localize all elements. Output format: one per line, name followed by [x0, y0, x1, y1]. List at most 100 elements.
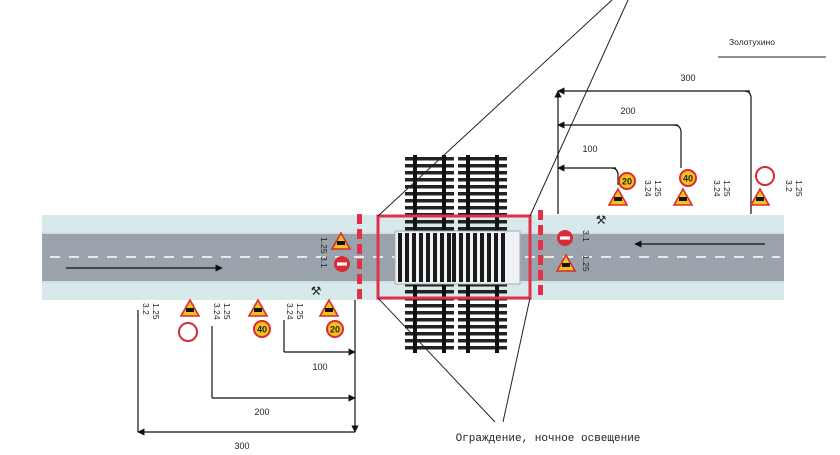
sign-code-right-b-2: 1.25: [722, 180, 732, 197]
rail-sleeper: [405, 346, 454, 350]
rail-sleeper: [405, 332, 454, 336]
crossing-deck-bar: [466, 233, 470, 282]
rail-sleeper: [458, 199, 507, 203]
pedestrian-icon-left: ⚒: [311, 284, 322, 298]
svg-text:20: 20: [622, 177, 632, 187]
rail-sleeper: [405, 164, 454, 168]
crossing-deck-bar: [433, 233, 437, 282]
crossing-deck-bar: [480, 233, 484, 282]
sign-group-right-c: 3.2 1.25: [750, 166, 804, 206]
rail-sleeper: [405, 185, 454, 189]
sign-group-left-b: 40 3.24 1.25: [212, 299, 271, 338]
caption-fencing-lighting: Ограждение, ночное освещение: [456, 433, 641, 445]
sign-group-right-a: 20 3.24 1.25: [608, 172, 663, 206]
rail-sleeper: [458, 325, 507, 329]
rail-sleeper: [458, 339, 507, 343]
sign-code-right-a-1: 3.24: [643, 180, 653, 197]
barrier-fence: [376, 214, 532, 300]
dim-left-300: 300: [234, 441, 249, 450]
rail-sleeper: [458, 227, 507, 231]
crossing-deck-bars: [398, 233, 505, 282]
dimension-lines-right: [554, 87, 752, 214]
crossing-deck-bar: [412, 233, 416, 282]
rail-sleeper: [405, 178, 454, 182]
crossing-deck-bar: [494, 233, 498, 282]
crossing-deck-bar: [487, 233, 491, 282]
sign-code-right-c-1: 3.2: [784, 180, 794, 192]
sign-code-right-1: 3.1: [581, 230, 591, 242]
sign-code-right-2: 1.25: [581, 255, 591, 272]
rail-sleeper: [405, 227, 454, 231]
rail-sleeper: [458, 318, 507, 322]
dim-right-200: 200: [620, 106, 635, 116]
rail-sleeper: [458, 311, 507, 315]
sign-code-left-b-1: 3.24: [212, 303, 222, 320]
rail-sleeper: [458, 157, 507, 161]
crossing-deck-bar: [452, 233, 456, 282]
dim-left-200: 200: [254, 407, 269, 417]
crossing-deck-bar: [426, 233, 430, 282]
barrier-posts: [357, 210, 543, 299]
crossing-deck-bar: [398, 233, 402, 282]
rail-sleeper: [458, 164, 507, 168]
rail-sleeper: [405, 290, 454, 294]
sign-code-right-b-1: 3.24: [712, 180, 722, 197]
place-name: Золотухино: [729, 37, 775, 47]
rail-sleeper: [458, 206, 507, 210]
svg-text:20: 20: [330, 325, 340, 335]
sign-group-left-a: 20 3.24 1.25: [285, 299, 344, 338]
sign-code-left-c-2: 1.25: [151, 303, 161, 320]
rail-sleeper: [458, 290, 507, 294]
rail-sleeper: [405, 171, 454, 175]
sign-code-left-b-2: 1.25: [222, 303, 232, 320]
sign-group-left-c: 3.2 1.25: [141, 299, 200, 342]
sign-code-right-c-2: 1.25: [794, 180, 804, 197]
rail-sleeper: [458, 185, 507, 189]
pedestrian-icon-right: ⚒: [596, 213, 607, 227]
stop-sign-left: [334, 256, 350, 272]
sign-code-right-a-2: 1.25: [653, 180, 663, 197]
svg-text:40: 40: [257, 325, 267, 335]
rail-sleeper: [405, 206, 454, 210]
rail-sleeper: [405, 304, 454, 308]
crossing-deck-bar: [405, 233, 409, 282]
rail-sleeper: [458, 332, 507, 336]
dim-right-300: 300: [680, 73, 695, 83]
rail-sleeper: [458, 178, 507, 182]
rail-sleeper: [458, 220, 507, 224]
crossing-deck-bar: [473, 233, 477, 282]
rail-sleeper: [405, 192, 454, 196]
sign-group-right-b: 40 3.24 1.25: [673, 169, 732, 206]
dim-right-100: 100: [582, 144, 597, 154]
rail-sleeper: [405, 339, 454, 343]
rail-sleeper: [405, 220, 454, 224]
rail-sleeper: [458, 283, 507, 287]
rail-sleeper: [458, 304, 507, 308]
sign-code-left-a-2: 1.25: [295, 303, 305, 320]
dim-left-100: 100: [312, 362, 327, 372]
sign-code-left-2: 3.1: [319, 256, 329, 268]
rail-sleeper: [458, 192, 507, 196]
sign-code-left-c-1: 3.2: [141, 303, 151, 315]
crossing-deck-bar: [440, 233, 444, 282]
rail-sleeper: [405, 311, 454, 315]
rail-sleeper: [405, 325, 454, 329]
sign-code-left-1: 1.25: [319, 237, 329, 254]
rail-sleeper: [405, 157, 454, 161]
rail-sleeper: [458, 346, 507, 350]
dimension-lines-left: [137, 300, 359, 436]
crossing-deck-bar: [501, 233, 505, 282]
crossing-deck-bar: [419, 233, 423, 282]
rail-sleeper: [405, 199, 454, 203]
rail-sleeper: [405, 283, 454, 287]
crossing-deck-bar: [447, 233, 451, 282]
crossing-deck-bar: [459, 233, 463, 282]
sign-code-left-a-1: 3.24: [285, 303, 295, 320]
svg-text:40: 40: [683, 174, 693, 184]
rail-sleeper: [405, 318, 454, 322]
rail-sleeper: [458, 171, 507, 175]
callout-lines: [377, 0, 629, 423]
stop-sign-right: [557, 230, 573, 246]
